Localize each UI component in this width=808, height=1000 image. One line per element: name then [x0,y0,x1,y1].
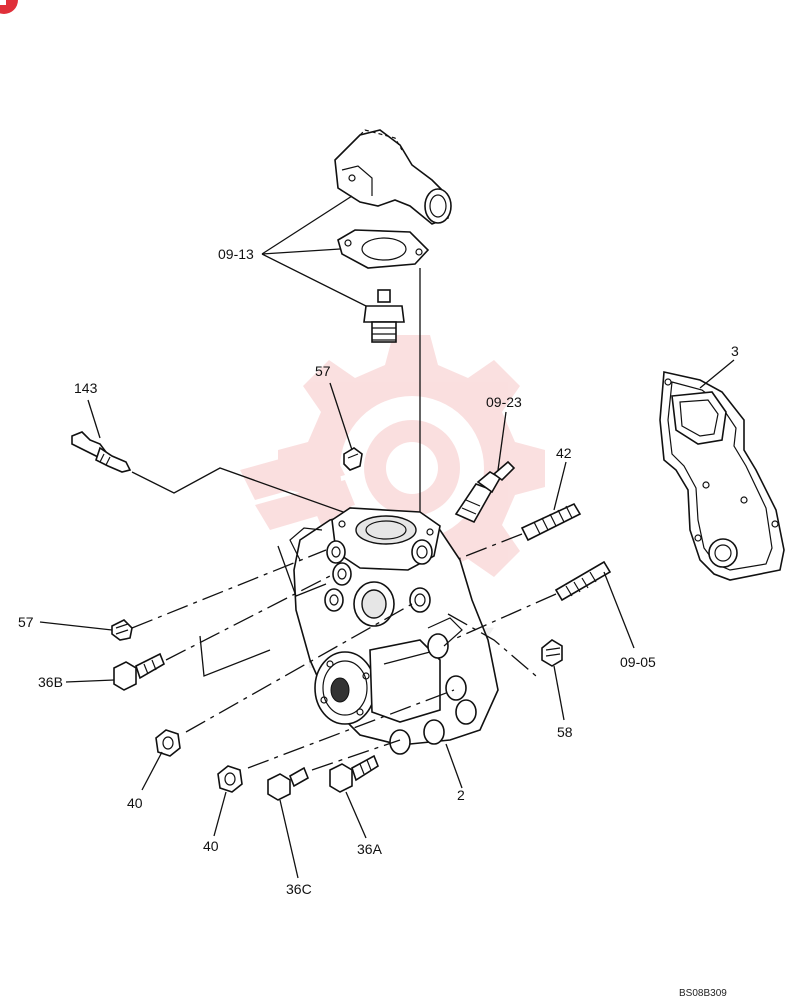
centerline-40-b [247,689,455,769]
centerline-36B [165,575,331,661]
leader-57-left [39,621,113,631]
label-40-a: 40 [127,795,143,811]
label-09-13: 09-13 [218,246,254,262]
leader-36A [345,791,367,839]
stud-42 [520,502,582,542]
centerline-36C [311,739,401,771]
centerline-09-05 [451,593,557,641]
leader-36B [65,679,115,683]
label-40-b: 40 [203,838,219,854]
pump-gasket [659,371,785,581]
thermostat [363,289,405,343]
drawing-code: BS08B309 [679,988,727,999]
leader-36C [279,799,299,879]
plug-57-left [111,619,133,641]
label-42: 42 [556,445,572,461]
leader-09-05 [603,571,635,649]
leader-40-b [213,791,227,837]
leader-58 [553,665,565,721]
thermostat-cover [334,129,452,225]
sender-09-23 [454,460,516,524]
water-pump-body [289,507,499,755]
label-09-05: 09-05 [620,654,656,670]
leader-143-path [131,467,347,514]
centerline-40-a [185,603,413,733]
leader-09-13 [261,195,367,307]
label-2: 2 [457,787,465,803]
leader-143 [87,399,101,439]
leader-40-a [141,751,163,791]
label-3: 3 [731,343,739,359]
label-143: 143 [74,380,98,396]
bolt-36A [329,754,379,793]
centerline-57-left [131,549,327,629]
label-57-top: 57 [315,363,331,379]
centerline-58 [447,613,537,677]
nut-40-a [155,729,181,757]
label-09-23: 09-23 [486,394,522,410]
leader-57-top [329,382,353,451]
bracket-left [199,635,271,677]
leader-3 [699,359,735,389]
leader-09-23 [497,411,507,471]
leader-2 [445,743,463,789]
label-36B: 36B [38,674,63,690]
thermostat-gasket [337,229,430,269]
corner-badge-icon [0,0,18,14]
bolt-36C [267,766,310,801]
nut-40-b [217,765,243,793]
stud-09-05 [554,560,612,602]
label-57-left: 57 [18,614,34,630]
plug-57-top [343,447,363,471]
leader-42 [553,461,567,511]
label-36A: 36A [357,841,383,857]
bolt-36B [113,652,165,691]
label-36C: 36C [286,881,312,897]
label-58: 58 [557,724,573,740]
temperature-sensor [71,431,132,473]
bracket-top [277,545,327,597]
plug-58 [541,639,563,667]
